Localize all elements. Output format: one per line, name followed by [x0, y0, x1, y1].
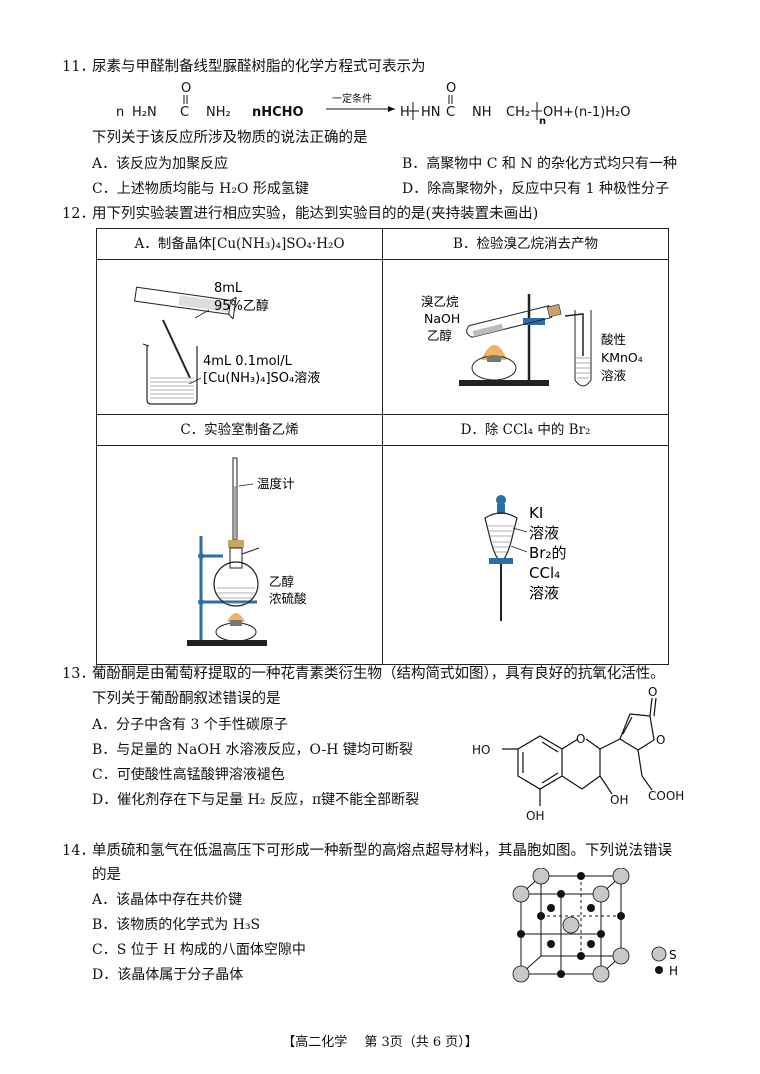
- eq-h: H: [400, 105, 410, 120]
- c-label-thermometer: 温度计: [257, 476, 295, 491]
- d-label-4: CCl₄: [529, 564, 560, 582]
- q14-option-b[interactable]: B．该物质的化学式为 H₃S: [92, 917, 261, 933]
- struct-o-ring: O: [576, 732, 585, 746]
- q11-number: 11．: [62, 59, 95, 75]
- struct-o-lactone: O: [656, 733, 665, 747]
- cell-b-figure: 溴乙烷 NaOH 乙醇: [382, 259, 669, 415]
- b-label-r1: 酸性: [601, 332, 626, 347]
- cell-b-title[interactable]: B．检验溴乙烷消去产物: [382, 228, 669, 260]
- q14-option-a[interactable]: A．该晶体中存在共价键: [92, 892, 243, 908]
- apparatus-c: 温度计: [187, 457, 307, 646]
- d-label-1: KI: [529, 504, 543, 522]
- apparatus-a: 8mL 95%乙醇 4mL 0.1mol/L [Cu(NH₃)₄]SO₄溶液: [134, 281, 320, 405]
- q14-option-c[interactable]: C．S 位于 H 构成的八面体空隙中: [92, 942, 306, 958]
- page-footer: 【高二化学 第 3页（共 6 页）】: [282, 1035, 478, 1050]
- eq-nh: NH: [472, 105, 492, 120]
- b-label-r2: KMnO₄: [601, 350, 643, 365]
- cell-c-figure: 温度计: [96, 445, 383, 665]
- q13-option-a[interactable]: A．分子中含有 3 个手性碳原子: [92, 717, 288, 733]
- q13-stem: 葡酚酮是由葡萄籽提取的一种花青素类衍生物（结构简式如图），具有良好的抗氧化活性。: [92, 666, 665, 682]
- q14-unit-cell: S H: [512, 868, 678, 983]
- q11-option-d[interactable]: D．除高聚物外，反应中只有 1 种极性分子: [402, 181, 670, 197]
- cell-a-title[interactable]: A．制备晶体[Cu(NH₃)₄]SO₄·H₂O: [96, 228, 383, 260]
- apparatus-b: 溴乙烷 NaOH 乙醇: [421, 294, 643, 387]
- q14-stem: 单质硫和氢气在低温高压下可形成一种新型的高熔点超导材料，其晶胞如图。下列说法错误: [92, 843, 672, 859]
- eq-nhcho: nHCHO: [252, 105, 304, 120]
- q12-number: 12．: [62, 206, 95, 222]
- q13-option-c[interactable]: C．可使酸性高锰酸钾溶液褪色: [92, 767, 285, 783]
- q13-number: 13．: [62, 666, 95, 682]
- cell-c-title[interactable]: C．实验室制备乙烯: [96, 414, 383, 446]
- legend-s: S: [669, 948, 677, 962]
- apparatus-d: KI 溶液 Br₂的 CCl₄ 溶液: [484, 495, 566, 621]
- struct-oh1: OH: [610, 793, 628, 807]
- q11-option-c[interactable]: C．上述物质均能与 H₂O 形成氢键: [92, 181, 309, 197]
- q11-equation: n H₂N O C NH₂ nHCHO 一定条件 H HN O C NH CH₂…: [116, 81, 630, 126]
- eq-nh2: NH₂: [206, 105, 231, 120]
- b-label-3: 乙醇: [427, 328, 452, 343]
- eq-n: n: [116, 105, 124, 120]
- q13-prompt: 下列关于葡酚酮叙述错误的是: [92, 691, 281, 707]
- q14-option-d[interactable]: D．该晶体属于分子晶体: [92, 967, 244, 983]
- eq-hn: HN: [421, 105, 441, 120]
- q14-stem-2: 的是: [92, 867, 121, 883]
- q13-structure: O HO O O OH OH COOH: [472, 685, 684, 823]
- cell-d-figure: KI 溶液 Br₂的 CCl₄ 溶液: [382, 445, 669, 665]
- b-label-1: 溴乙烷: [421, 294, 459, 309]
- legend-h: H: [669, 964, 678, 978]
- eq-c: C: [180, 105, 189, 120]
- eq-c2: C: [446, 105, 455, 120]
- struct-ho1: HO: [472, 743, 490, 757]
- eq-condition: 一定条件: [332, 92, 372, 105]
- experiment-table: A．制备晶体[Cu(NH₃)₄]SO₄·H₂O B．检验溴乙烷消去产物: [96, 228, 669, 665]
- svg-text:n: n: [116, 105, 124, 120]
- eq-o2: O: [446, 81, 456, 96]
- a-label-sol2: [Cu(NH₃)₄]SO₄溶液: [203, 371, 320, 386]
- eq-n-sub: n: [539, 116, 546, 126]
- eq-h2n: H₂N: [132, 105, 157, 120]
- d-label-2: 溶液: [529, 524, 559, 542]
- q14-number: 14．: [62, 843, 95, 859]
- struct-oh2: OH: [526, 809, 544, 823]
- d-label-5: 溶液: [529, 584, 559, 602]
- a-label-8ml: 8mL: [214, 281, 243, 296]
- q12-stem: 用下列实验装置进行相应实验，能达到实验目的的是(夹持装置未画出): [92, 206, 539, 222]
- b-label-r3: 溶液: [601, 368, 627, 383]
- eq-ch2: CH₂: [506, 105, 530, 120]
- cell-a-figure: 8mL 95%乙醇 4mL 0.1mol/L [Cu(NH₃)₄]SO₄溶液: [96, 259, 383, 415]
- q11-option-b[interactable]: B．高聚物中 C 和 N 的杂化方式均只有一种: [402, 156, 678, 172]
- struct-o-top: O: [648, 685, 657, 699]
- c-label-1: 乙醇: [269, 574, 294, 589]
- a-label-ethanol: 95%乙醇: [214, 298, 269, 314]
- q11-prompt: 下列关于该反应所涉及物质的说法正确的是: [92, 130, 368, 146]
- eq-o1: O: [181, 81, 191, 96]
- b-label-2: NaOH: [424, 311, 460, 326]
- q11-option-a[interactable]: A．该反应为加聚反应: [92, 156, 229, 172]
- q11-stem: 尿素与甲醛制备线型脲醛树脂的化学方程式可表示为: [92, 59, 426, 75]
- q13-option-d[interactable]: D．催化剂存在下与足量 H₂ 反应，π键不能全部断裂: [92, 792, 420, 808]
- struct-cooh: COOH: [648, 789, 684, 803]
- eq-tail: OH+(n-1)H₂O: [543, 105, 630, 120]
- c-label-2: 浓硫酸: [269, 591, 307, 606]
- a-label-sol1: 4mL 0.1mol/L: [203, 354, 293, 369]
- cell-d-title[interactable]: D．除 CCl₄ 中的 Br₂: [382, 414, 669, 446]
- q13-option-b[interactable]: B．与足量的 NaOH 水溶液反应，O-H 键均可断裂: [92, 742, 413, 758]
- d-label-3: Br₂的: [529, 544, 566, 562]
